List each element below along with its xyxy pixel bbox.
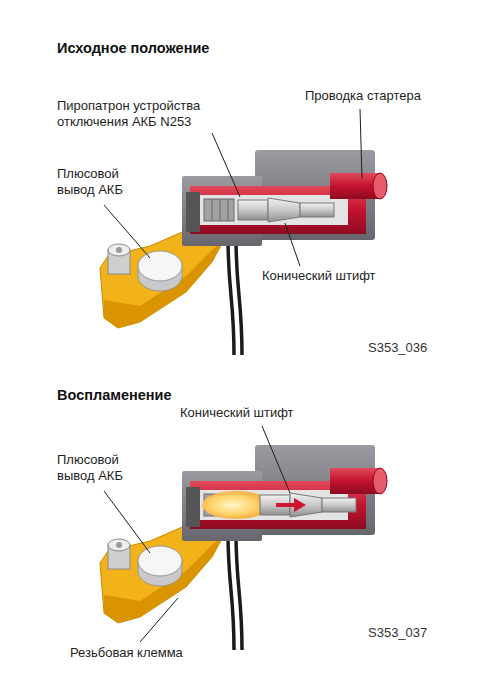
part-label: Пиропатрон устройства отключения АКБ N25… [57, 98, 222, 130]
section-heading: Исходное положение [57, 40, 317, 58]
part-label: Проводка стартера [305, 88, 475, 104]
part-label: Конический штифт [180, 405, 340, 421]
part-label: Плюсовой вывод АКБ [57, 452, 137, 484]
part-label: Плюсовой вывод АКБ [57, 166, 137, 198]
section-heading: Воспламенение [57, 387, 317, 405]
part-label-slot: Пиропатрон устройства отключения АКБ N25… [57, 98, 222, 130]
part-label: Конический штифт [262, 268, 422, 284]
part-label-slot: Конический штифт [262, 268, 422, 284]
part-label: Резьбовая клемма [70, 645, 240, 661]
part-label-slot: Проводка стартера [305, 88, 475, 104]
figure-code: S353_037 [368, 625, 468, 641]
section-heading-slot: Воспламенение [57, 387, 317, 405]
part-label-slot: Плюсовой вывод АКБ [57, 452, 137, 484]
part-label-slot: Конический штифт [180, 405, 340, 421]
part-label-slot: Плюсовой вывод АКБ [57, 166, 137, 198]
figure-code-slot: S353_036 [368, 340, 468, 356]
section-heading-slot: Исходное положение [57, 40, 317, 58]
figure-code: S353_036 [368, 340, 468, 356]
leader-lines [104, 109, 362, 642]
figure-code-slot: S353_037 [368, 625, 468, 641]
part-label-slot: Резьбовая клемма [70, 645, 240, 661]
